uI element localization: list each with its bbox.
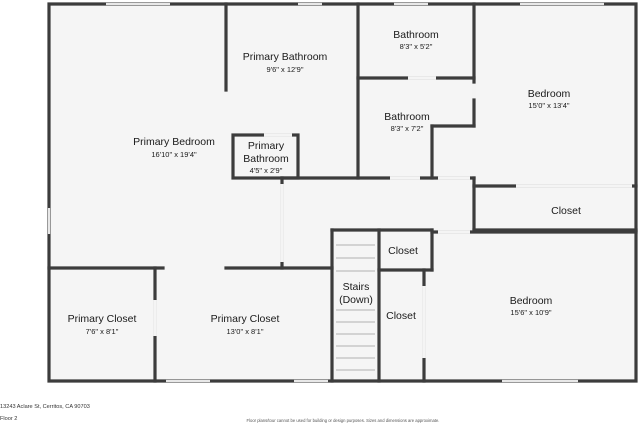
room-primary-bathroom: Primary Bathroom 9'6" x 12'9" (243, 51, 328, 74)
room-primary-bedroom: Primary Bedroom 16'10" x 19'4" (133, 136, 215, 159)
room-label: Bedroom (528, 88, 571, 100)
room-dimensions: 16'10" x 19'4" (151, 150, 197, 159)
windows (47, 2, 632, 383)
room-label: Primary Bedroom (133, 136, 215, 148)
exterior-wall (47, 2, 638, 383)
property-address: 13243 Aclare St, Cerritos, CA 90703 (0, 404, 90, 410)
stair-treads (336, 244, 375, 371)
room-label: (Down) (339, 294, 373, 306)
room-label: Bathroom (243, 153, 289, 165)
room-dimensions: 15'6" x 10'9" (510, 308, 551, 317)
floor-label: Floor 2 (0, 416, 17, 422)
room-label: Closet (386, 310, 416, 322)
floor-area (49, 4, 636, 381)
room-bedroom-top: Bedroom 15'0" x 13'4" (528, 88, 571, 110)
room-label: Closet (551, 205, 581, 217)
room-label: Primary Bathroom (243, 51, 328, 63)
stairs-label-bg (336, 280, 376, 308)
room-primary-closet-left: Primary Closet 7'6" x 8'1" (68, 313, 137, 336)
room-label: Primary (248, 140, 285, 152)
room-closet-upper: Closet (388, 245, 418, 257)
room-dimensions: 13'0" x 8'1" (227, 327, 264, 336)
room-bathroom-top: Bathroom 8'3" x 5'2" (393, 29, 439, 51)
room-label: Bathroom (393, 29, 439, 41)
room-bedroom-bottom: Bedroom 15'6" x 10'9" (510, 295, 553, 317)
room-dimensions: 7'6" x 8'1" (86, 327, 119, 336)
room-label: Bathroom (384, 111, 430, 123)
room-closet-lower: Closet (386, 310, 416, 322)
room-dimensions: 8'3" x 7'2" (391, 124, 424, 133)
room-label: Closet (388, 245, 418, 257)
room-label: Stairs (343, 281, 370, 293)
room-bathroom-mid: Bathroom 8'3" x 7'2" (384, 111, 430, 133)
stairs-down: Stairs (Down) (336, 280, 376, 308)
room-primary-closet-mid: Primary Closet 13'0" x 8'1" (211, 313, 280, 336)
room-label: Primary Closet (211, 313, 280, 325)
room-closet-right: Closet (551, 205, 581, 217)
room-dimensions: 15'0" x 13'4" (528, 101, 569, 110)
room-dimensions: 4'5" x 2'9" (250, 166, 283, 175)
room-label: Bedroom (510, 295, 553, 307)
room-label: Primary Closet (68, 313, 137, 325)
room-dimensions: 8'3" x 5'2" (400, 42, 433, 51)
disclaimer: Floor plans/tour cannot be used for buil… (247, 418, 440, 423)
room-primary-bathroom-small: Primary Bathroom 4'5" x 2'9" (243, 140, 289, 175)
room-dimensions: 9'6" x 12'9" (267, 65, 304, 74)
